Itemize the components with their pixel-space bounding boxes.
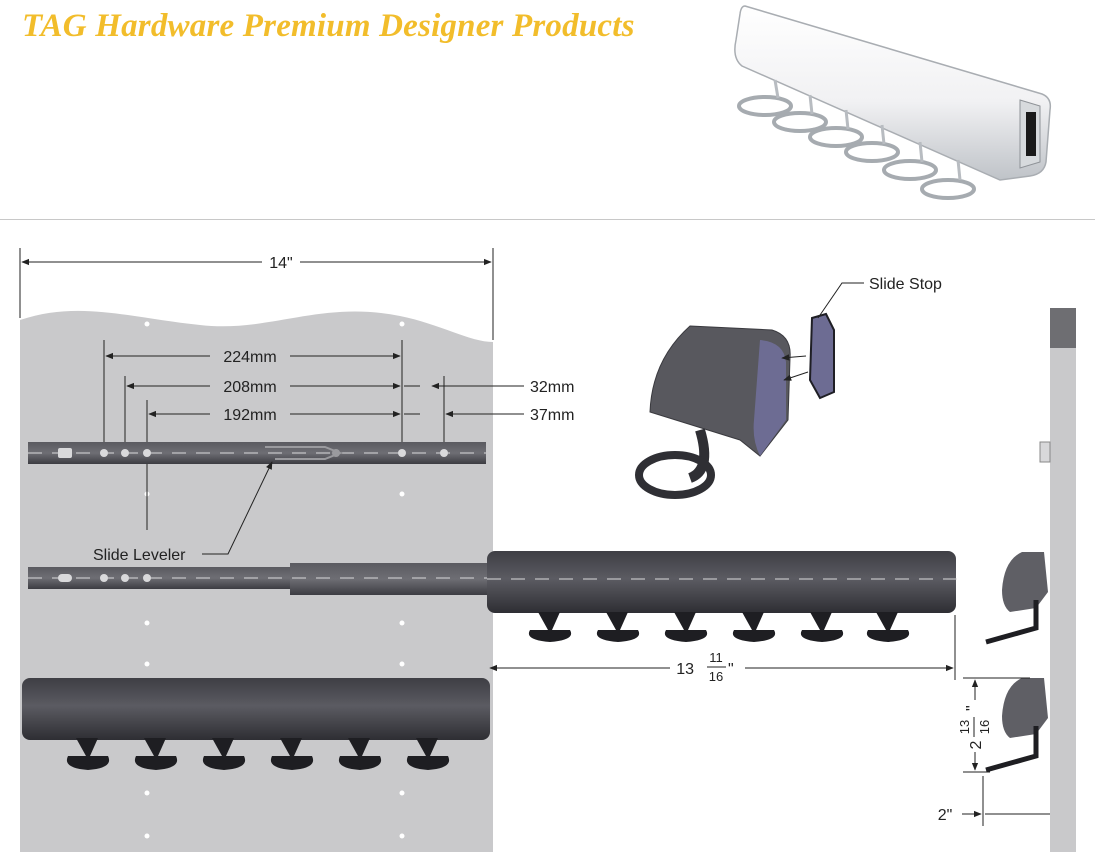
header-divider [0, 219, 1095, 220]
slide-rail-extended [28, 563, 490, 595]
height-label: 2 13 16 " [957, 705, 992, 749]
dim-32-label: 32mm [530, 379, 574, 396]
dim-224-label: 224mm [223, 349, 276, 366]
extension-unit: " [728, 661, 734, 678]
system-holes [144, 321, 405, 839]
rack-extended [487, 551, 960, 642]
overall-width-label: 14" [269, 255, 292, 272]
ring-hook-icon [635, 428, 715, 499]
slide-leveler-label: Slide Leveler [93, 547, 186, 564]
dim-192-label: 192mm [223, 407, 276, 424]
height-denominator: 16 [977, 720, 992, 734]
slide-stop-icon [808, 312, 835, 400]
height-whole: 2 [968, 740, 985, 749]
overall-width-dimension [19, 248, 494, 340]
extension-dimension [489, 615, 956, 680]
clearance-dimension [962, 776, 1050, 826]
height-unit: " [964, 705, 981, 711]
height-dimension [963, 677, 1030, 773]
chrome-rack-photo [734, 5, 1052, 200]
slide-rail-closed [28, 442, 486, 464]
slide-stop-detail [635, 282, 864, 499]
hole-spacing-dimensions [103, 340, 524, 530]
dim-37-label: 37mm [530, 407, 574, 424]
slide-leveler-leader [202, 461, 273, 555]
slide-stop-label: Slide Stop [869, 276, 942, 293]
extension-numerator: 11 [709, 650, 723, 665]
dim-208-label: 208mm [223, 379, 276, 396]
extension-denominator: 16 [709, 669, 723, 684]
side-profile [985, 308, 1076, 852]
page-title: TAG Hardware Premium Designer Products [22, 8, 635, 44]
height-numerator: 13 [957, 720, 972, 734]
rack-closed [22, 678, 490, 770]
extension-whole: 13 [676, 661, 694, 678]
clearance-label: 2" [938, 807, 953, 824]
